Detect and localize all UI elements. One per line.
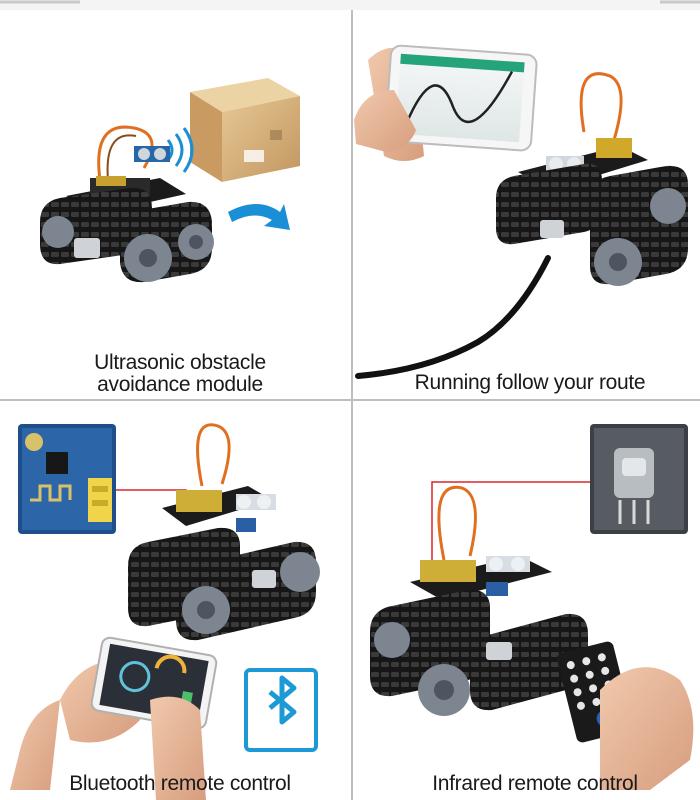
robot-icon [496,72,688,286]
caption-ultrasonic-line2: avoidance module [97,373,263,396]
bluetooth-icon [244,668,318,752]
ir-remote-icon [557,641,694,790]
caption-ultrasonic-line1: Ultrasonic obstacle [94,351,266,374]
robot-icon [40,125,214,283]
caption-infrared: Infrared remote control [432,772,638,795]
route-line [355,255,551,379]
box-icon [190,78,300,182]
signal-waves [166,127,194,173]
callout-line [116,489,187,500]
ir-receiver-closeup [590,424,688,534]
robot-icon [370,485,588,716]
bluetooth-module-closeup [18,424,116,534]
phone-icon [10,636,218,800]
caption-follow-route: Running follow your route [414,371,646,394]
arrow-icon [228,204,290,230]
robot-icon [128,423,320,641]
caption-ultrasonic: Ultrasonic obstacle avoidance module [60,352,300,396]
phone-icon [354,44,538,161]
callout-line [431,481,590,566]
caption-bluetooth: Bluetooth remote control [69,772,291,795]
